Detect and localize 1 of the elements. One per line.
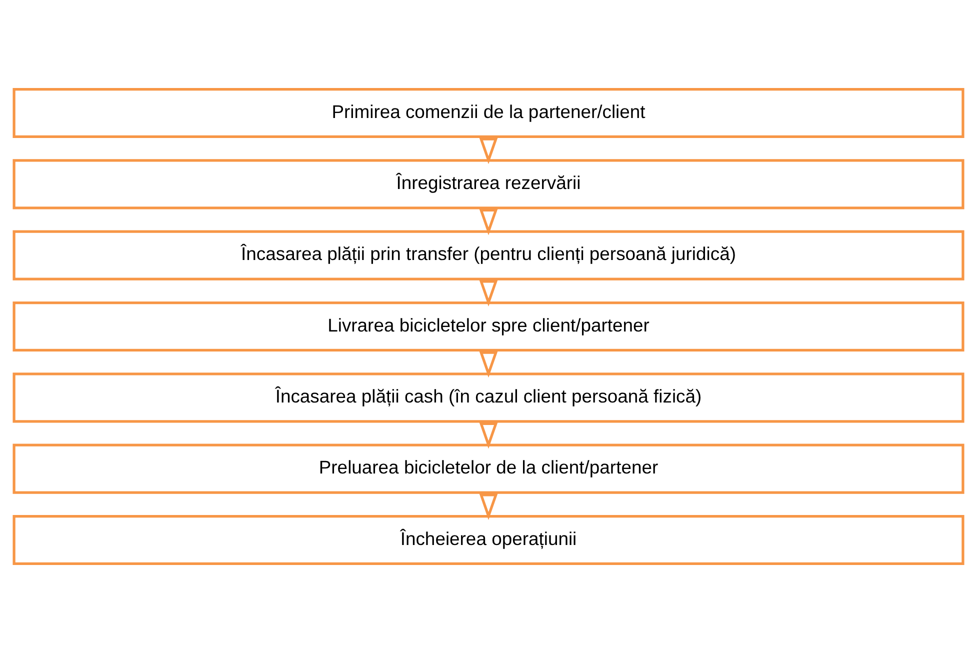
node-box: Încheierea operațiunii	[12, 514, 964, 566]
